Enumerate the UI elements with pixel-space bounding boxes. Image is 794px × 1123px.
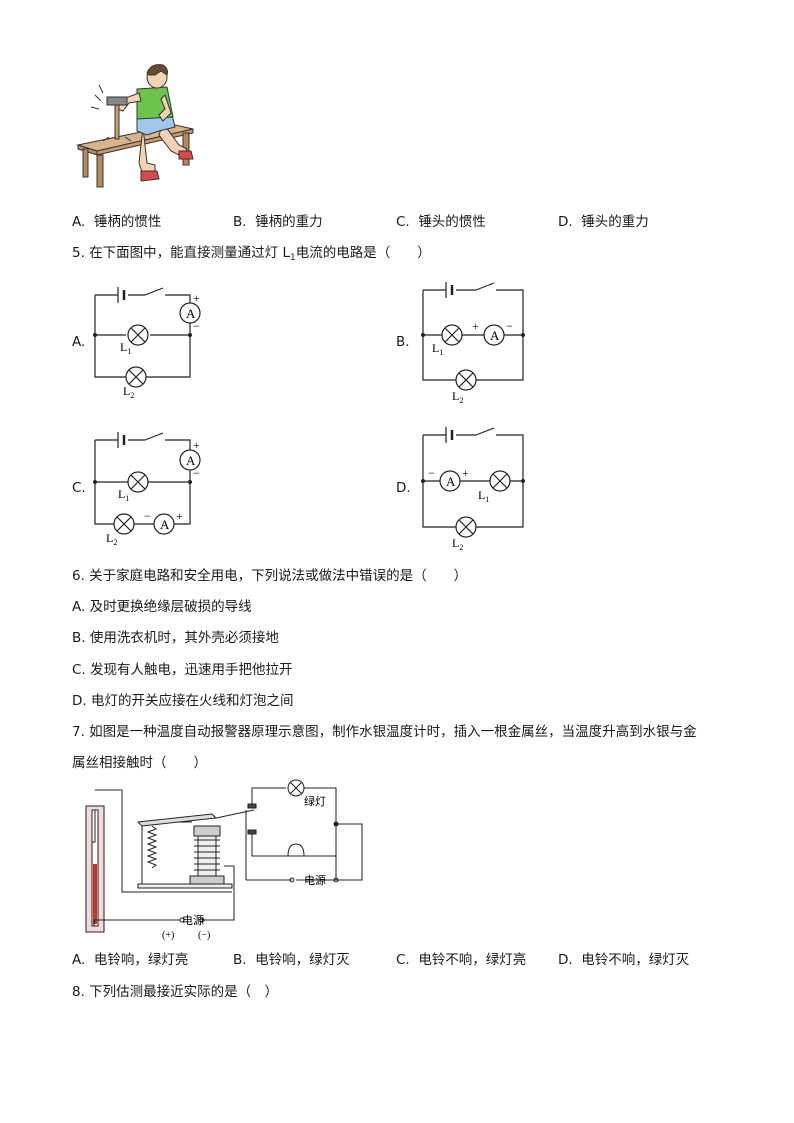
green-lamp-label: 绿灯: [304, 794, 326, 808]
ammeter-c1-label: A: [186, 453, 196, 468]
circuit-a: A + − L1 L2: [93, 287, 201, 400]
lamp1-label: L1: [432, 341, 443, 357]
q5-stem: 5. 在下面图中，能直接测量通过灯 L1电流的电路是（ ）: [72, 245, 431, 263]
hammer-man-illustration: [76, 64, 194, 188]
circuit-c: A + − A − + L1 L2: [93, 432, 201, 547]
q7-option-a[interactable]: A. 电铃响，绿灯亮: [72, 952, 189, 968]
minus-sign: −: [428, 466, 435, 480]
q6-option-d[interactable]: D. 电灯的开关应接在火线和灯泡之间: [72, 693, 294, 709]
q7-stem-line1: 7. 如图是一种温度自动报警器原理示意图，制作水银温度计时，插入一根金属丝，当温…: [72, 724, 697, 740]
ammeter-b-label: A: [490, 328, 500, 343]
q5-label-d[interactable]: D.: [396, 480, 411, 496]
q7-stem-line2: 属丝相接触时（ ）: [72, 755, 207, 771]
q5-label-c[interactable]: C.: [72, 480, 86, 496]
q6-option-c[interactable]: C. 发现有人触电，迅速用手把他拉开: [72, 662, 293, 678]
lamp2-label: L2: [452, 389, 463, 405]
plus-sign: +: [193, 438, 200, 452]
ammeter-d-label: A: [446, 474, 456, 489]
power-label-bottom: 电源: [182, 913, 204, 927]
lamp2-label: L2: [106, 531, 117, 547]
q4-option-c[interactable]: C. 锤头的惯性: [396, 214, 486, 230]
circuit-d: A − + L1 L2: [421, 427, 525, 552]
lamp2-label: L2: [452, 536, 463, 552]
ammeter-c2-label: A: [160, 517, 170, 532]
lamp1-label: L1: [120, 340, 131, 356]
q7-option-d[interactable]: D. 电铃不响，绿灯灭: [558, 952, 690, 968]
minus-sign: −: [193, 319, 200, 333]
lamp2-label: L2: [123, 384, 134, 400]
q5-label-a[interactable]: A.: [72, 334, 86, 350]
power-label-top: 电源: [304, 873, 326, 887]
lamp1-label: L1: [118, 487, 129, 503]
minus-terminal-label: (−): [198, 930, 210, 941]
temperature-alarm-diagram: 绿灯 电源 电源 (+) (−): [85, 779, 363, 941]
q4-option-b[interactable]: B. 锤柄的重力: [233, 214, 323, 230]
q7-option-c[interactable]: C. 电铃不响，绿灯亮: [396, 952, 527, 968]
minus-sign: −: [193, 466, 200, 480]
q7-option-b[interactable]: B. 电铃响，绿灯灭: [233, 952, 350, 968]
q4-option-d[interactable]: D. 锤头的重力: [558, 214, 649, 230]
plus-sign: +: [176, 509, 183, 523]
q6-option-a[interactable]: A. 及时更换绝缘层破损的导线: [72, 599, 252, 615]
plus-terminal-label: (+): [162, 930, 174, 941]
circuit-b: A + − L1 L2: [421, 282, 525, 405]
q5-label-b[interactable]: B.: [396, 334, 410, 350]
ammeter-a-label: A: [186, 306, 196, 321]
q6-stem: 6. 关于家庭电路和安全用电，下列说法或做法中错误的是（ ）: [72, 568, 468, 584]
q6-option-b[interactable]: B. 使用洗衣机时，其外壳必须接地: [72, 630, 279, 646]
plus-sign: +: [193, 291, 200, 305]
lamp1-label: L1: [478, 488, 489, 504]
q4-option-a[interactable]: A. 锤柄的惯性: [72, 214, 162, 230]
plus-sign: +: [472, 319, 479, 333]
q8-stem: 8. 下列估测最接近实际的是（ ）: [72, 984, 279, 1000]
minus-sign: −: [144, 509, 151, 523]
plus-sign: +: [462, 466, 469, 480]
minus-sign: −: [506, 319, 513, 333]
